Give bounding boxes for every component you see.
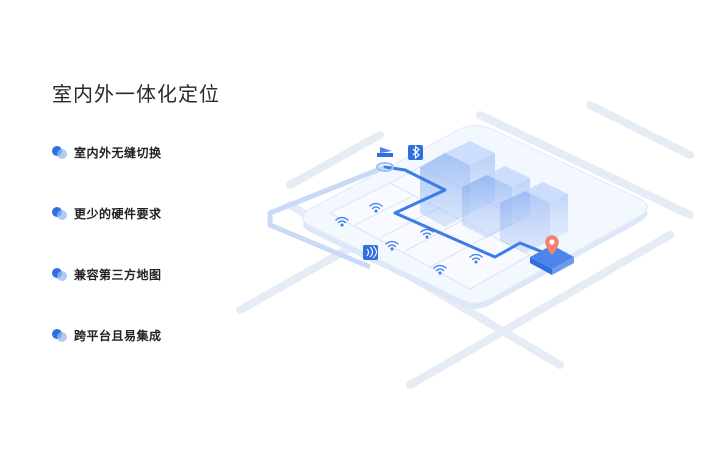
wifi-icon	[420, 228, 434, 239]
outdoor-route	[267, 164, 386, 270]
wifi-icon	[469, 253, 483, 264]
feature-label: 室内外无缝切换	[74, 145, 162, 160]
bluetooth-icon	[408, 145, 423, 160]
wifi-icon	[369, 202, 383, 213]
wifi-icon	[385, 240, 399, 251]
nfc-icon	[363, 245, 378, 260]
bullet-dots-icon	[52, 205, 68, 221]
indoor-building-blocks	[420, 141, 568, 253]
user-position-icon	[376, 147, 394, 172]
wifi-icon	[433, 264, 447, 275]
feature-item: 跨平台且易集成	[52, 326, 162, 344]
feature-item: 更少的硬件要求	[52, 204, 162, 222]
feature-label: 兼容第三方地图	[74, 267, 162, 282]
bullet-dots-icon	[52, 327, 68, 343]
indoor-route	[383, 165, 552, 259]
indoor-outdoor-map-illustration	[236, 101, 694, 389]
feature-item: 室内外无缝切换	[52, 143, 162, 161]
location-pin-icon	[530, 235, 574, 275]
page-title: 室内外一体化定位	[52, 82, 220, 106]
wifi-beacons	[335, 202, 483, 275]
feature-item: 兼容第三方地图	[52, 265, 162, 283]
bullet-dots-icon	[52, 266, 68, 282]
bullet-dots-icon	[52, 144, 68, 160]
wifi-icon	[335, 216, 349, 227]
feature-label: 跨平台且易集成	[74, 328, 162, 343]
feature-label: 更少的硬件要求	[74, 206, 162, 221]
feature-list: 室内外无缝切换 更少的硬件要求 兼容第三方地图 跨平台且易集成	[52, 143, 162, 387]
